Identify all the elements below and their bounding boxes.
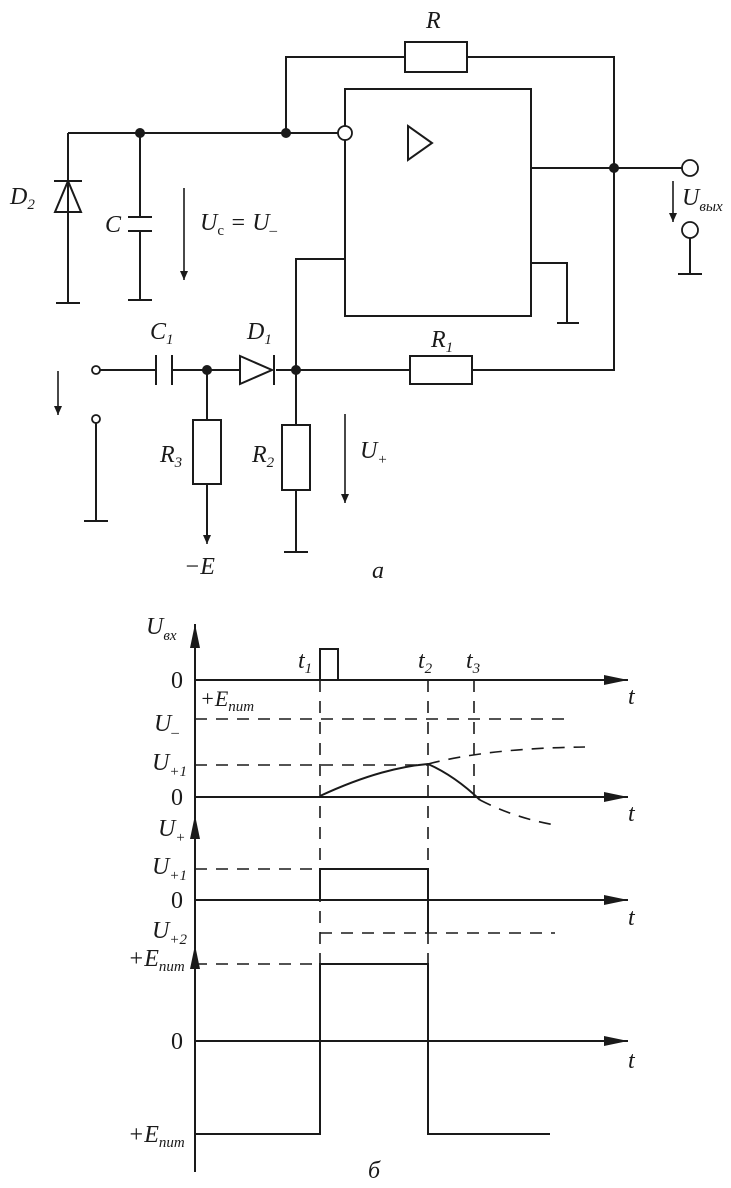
input-ground [84,423,108,522]
label-uin: Uвх [146,614,177,644]
op-amp-body [344,88,532,317]
input-pulse [319,648,339,680]
label-t3: t3 [466,648,480,677]
op-amp-ground [531,262,579,324]
label-r2: R2 [251,442,275,471]
circuit-diagram: R R1 R3 R2 C C1 D1 D2 Uc= U– U+ Uвых −E … [9,8,723,584]
input-terminal-top [91,365,101,375]
label-t2: t2 [418,648,433,677]
zero-label-4: 0 [171,1029,183,1055]
capacitor-discharge-extension [479,799,556,826]
label-t1: t1 [298,648,312,677]
noninverting-input-wire [295,258,345,370]
label-d1: D1 [246,319,272,348]
input-terminal-bottom [91,414,101,424]
axis-t-2: t [628,801,636,827]
zero-label-2: 0 [171,785,183,811]
label-uplus2: U+2 [152,918,187,948]
label-epit-c: +Eпит [128,1122,185,1151]
zero-label-1: 0 [171,668,183,694]
label-r3: R3 [159,442,182,471]
label-neg-supply: −E [184,554,215,580]
output-ground [678,238,702,275]
label-uplus1-b: U+1 [152,854,187,884]
resistor-r2 [281,424,311,491]
output-terminal-top [681,159,699,177]
label-r: R [425,8,441,34]
axis-t-4: t [628,1048,636,1074]
timing-diagram: Uвх 0 +Eпит U– U+1 0 U+ U+1 0 U+2 +Eпит … [128,614,636,1184]
label-uc: Uc= U– [200,210,278,239]
axis-t-3: t [628,905,636,931]
output-terminal-bottom [681,221,699,239]
uplus-waveform [319,868,429,900]
label-c1: C1 [150,319,174,348]
output-waveform [195,963,550,1135]
inverting-input-circle [337,125,353,141]
capacitor-charge-extension [427,746,586,765]
label-uplus1-a: U+1 [152,750,187,780]
label-d2: D2 [9,184,35,213]
axis-t-1: t [628,684,636,710]
zero-label-3: 0 [171,888,183,914]
label-uplus: U+ [158,816,185,846]
resistor-r3 [192,419,222,485]
resistor-r2-wire [284,370,308,553]
label-uminus: U– [154,711,179,741]
label-epit-b: +Eпит [128,946,185,975]
label-uout: Uвых [682,185,723,215]
caption-b: б [368,1158,381,1184]
label-epit-a: +Eпит [200,686,254,715]
label-uplus: U+ [360,438,387,468]
capacitor-c1 [155,355,173,385]
resistor-r1 [409,355,473,385]
feedback-wire [285,56,615,168]
diode-d2-wire [56,133,80,304]
op-amp-triangle-icon [407,124,434,162]
label-r1: R1 [430,327,453,356]
diode-d1 [239,354,275,386]
label-c: C [105,212,122,238]
caption-a: а [372,558,384,584]
capacitor-voltage-curve [319,762,481,801]
resistor-r [404,41,468,73]
diode-d2 [53,178,83,213]
capacitor-c [128,133,152,301]
